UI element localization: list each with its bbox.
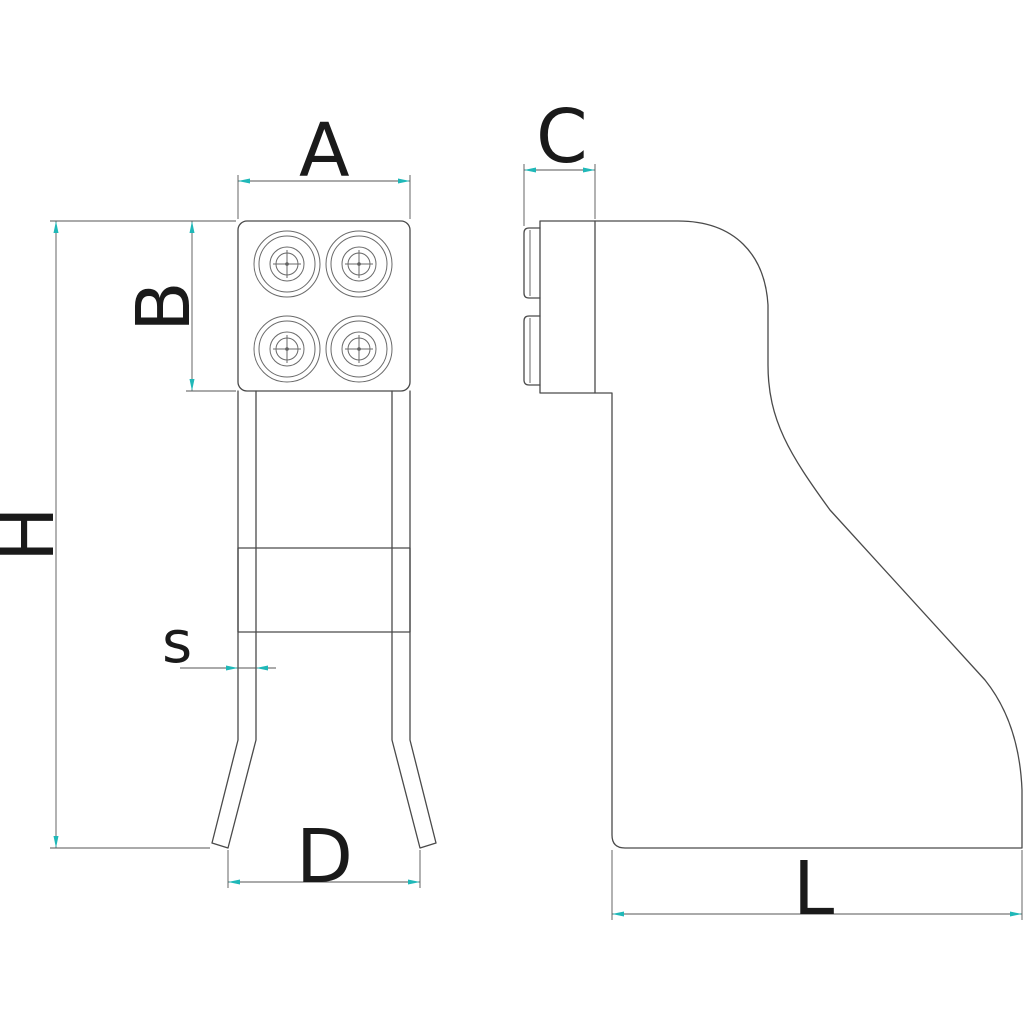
dimension-label-d: D — [296, 814, 353, 900]
screw-bottom-right — [325, 315, 393, 383]
dimension-h: H — [0, 220, 236, 849]
dimension-c: C — [523, 94, 596, 226]
side-view — [523, 220, 1023, 849]
dimension-label-l: L — [793, 846, 834, 932]
front-right-prong — [391, 390, 437, 849]
dimension-label-c: C — [536, 94, 588, 180]
dimension-a: A — [237, 108, 411, 219]
screw-top-left — [253, 230, 321, 298]
dimension-l: L — [611, 846, 1023, 932]
front-view — [211, 220, 437, 849]
side-screw-head-top — [523, 227, 541, 299]
dimension-d: D — [227, 814, 421, 900]
dimension-b: B — [121, 220, 236, 392]
front-top-block — [237, 220, 411, 392]
dimension-label-b: B — [121, 281, 207, 332]
screw-bottom-left — [253, 315, 321, 383]
screw-group — [253, 230, 393, 383]
side-screw-head-bottom — [523, 315, 541, 386]
dimension-label-s: s — [162, 608, 192, 676]
front-left-prong — [211, 390, 257, 849]
dimension-label-h: H — [0, 506, 71, 562]
dimension-label-a: A — [299, 108, 350, 194]
screw-top-right — [325, 230, 393, 298]
side-body-outline — [539, 220, 1023, 849]
dimension-s: s — [162, 608, 276, 676]
front-middle-band — [237, 547, 411, 633]
